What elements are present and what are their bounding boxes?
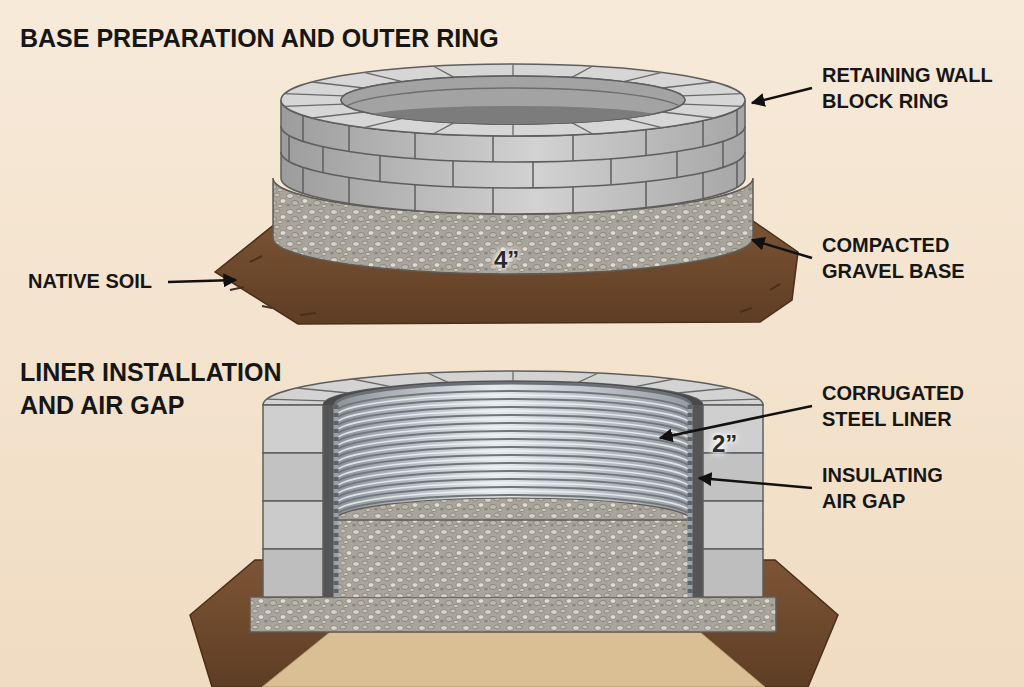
block-cross-section xyxy=(263,405,763,597)
callout-label: RETAINING WALL BLOCK RING xyxy=(822,62,1022,114)
wall-block xyxy=(263,549,323,597)
gravel-surface xyxy=(335,498,691,520)
callout-label: NATIVE SOIL xyxy=(28,268,198,294)
excavation-floor xyxy=(262,632,765,687)
block-cap-top xyxy=(281,64,745,136)
liner-rim xyxy=(335,383,691,405)
gravel-fill xyxy=(335,520,691,597)
callout-label: CORRUGATED STEEL LINER xyxy=(822,380,1012,432)
wall-block xyxy=(263,453,323,501)
air-gap xyxy=(323,405,335,597)
leader-arrow xyxy=(168,280,236,282)
panel-heading: LINER INSTALLATION AND AIR GAP xyxy=(20,356,320,421)
corrugation-highlight xyxy=(335,395,691,513)
cap-joint xyxy=(285,64,742,136)
liner-cut-edge xyxy=(688,405,693,597)
wall-block xyxy=(263,501,323,549)
air-gap xyxy=(691,405,703,597)
gravel-base xyxy=(250,597,776,632)
dimension-label: 2” xyxy=(712,428,762,459)
wall-block xyxy=(703,501,763,549)
leader-arrow xyxy=(752,88,812,103)
panel-heading: BASE PREPARATION AND OUTER RING xyxy=(20,22,660,55)
wall-block xyxy=(263,405,323,453)
liner-corrugation-edge xyxy=(334,405,339,597)
steel-liner xyxy=(335,383,691,520)
liner-corrugation-edge xyxy=(688,405,693,597)
callout-label: INSULATING AIR GAP xyxy=(822,462,972,514)
wall-block xyxy=(703,453,763,501)
leader-arrow xyxy=(752,240,812,258)
dimension-label: 4” xyxy=(494,244,554,275)
inner-wall-detail xyxy=(341,88,685,134)
inner-floor-shadow xyxy=(355,106,671,134)
leader-arrow xyxy=(699,478,812,488)
gravel-edge xyxy=(335,519,691,520)
callout-label: COMPACTED GRAVEL BASE xyxy=(822,232,1012,284)
liner-cut-edge xyxy=(334,405,339,597)
wall-block xyxy=(703,549,763,597)
